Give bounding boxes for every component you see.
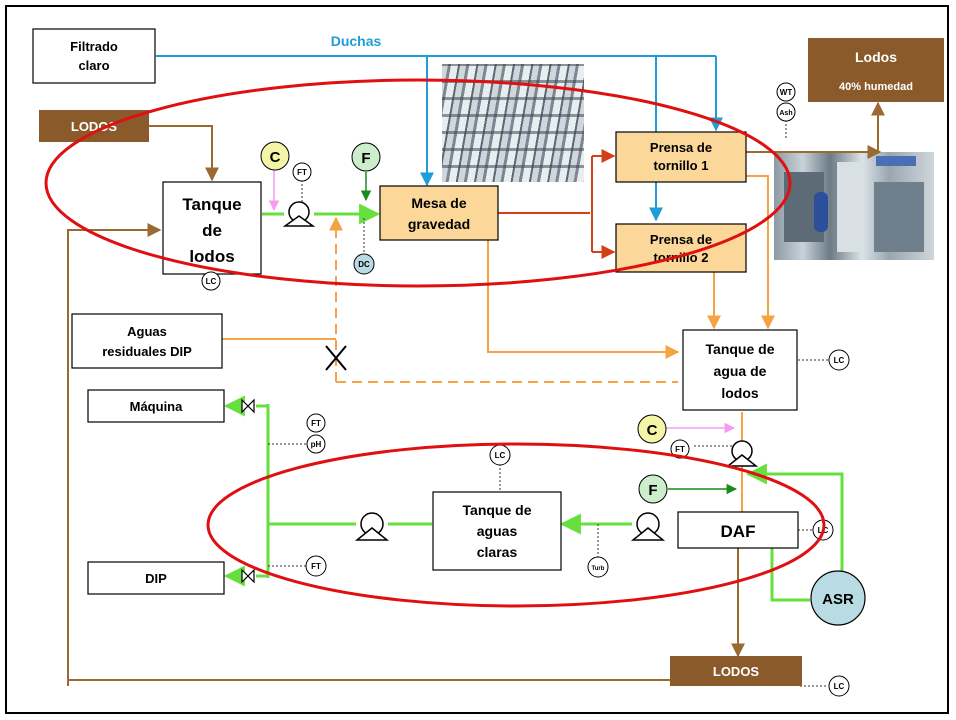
svg-text:FT: FT [311,419,321,428]
prensa1-line1: Prensa de [650,140,712,155]
asr-circle: ASR [810,570,866,626]
prensa1-line2: tornillo 1 [654,158,709,173]
tanque-aguas-claras-box: Tanque de aguas claras [432,491,562,571]
valve-dip [241,568,255,584]
mesa-to-prensa-lines [498,149,616,259]
dc-top: DC [353,253,375,275]
filtrado-claro-line2: claro [78,58,109,73]
svg-text:Ash: Ash [779,110,792,117]
ft-dip: FT [305,555,327,577]
lodos-output-box: Lodos 40% humedad [808,38,944,102]
pump-feed [282,201,316,227]
duchas-label: Duchas [331,33,382,49]
maquina-label: Máquina [130,399,183,414]
lodos-input-label: LODOS [71,119,118,134]
asr-label: ASR [822,591,854,608]
pump-daf-feed [725,440,759,467]
tanque-lodos-line2: de [202,221,222,240]
prensa2-line1: Prensa de [650,232,712,247]
tac-line1: Tanque de [463,502,532,518]
pump-daf-out [630,512,666,541]
tanque-lodos-line3: lodos [189,247,234,266]
highlight-ellipse-top [44,78,792,288]
svg-text:FT: FT [311,562,321,571]
pump-clear-out [354,512,390,541]
lodos-output-label: Lodos [855,49,897,65]
svg-text:FT: FT [297,168,307,177]
prensa2-line2: tornillo 2 [654,250,709,265]
ph-maquina: pH [306,434,326,454]
turb-indicator: Turb [587,556,609,578]
ash-indicator: Ash [776,102,796,122]
filtrado-claro-box: Filtrado claro [32,28,156,84]
tal-line3: lodos [721,385,759,401]
svg-text:Turb: Turb [592,566,605,572]
lc-lodos-bottom: LC [828,675,850,697]
highlight-ellipse-bottom [206,442,826,608]
lodos-lines [67,101,885,686]
svg-text:LC: LC [495,451,506,460]
tanque-lodos-box: Tanque de lodos [162,181,262,275]
tal-line2: agua de [714,363,767,379]
mesa-line2: gravedad [408,216,470,232]
lc-aguas-claras: LC [489,444,511,466]
mesa-gravedad-box: Mesa de gravedad [379,185,499,241]
svg-text:WT: WT [780,88,793,97]
lc-tanque-agua-lodos: LC [828,349,850,371]
f-dosing-bottom: F [638,474,668,504]
svg-text:C: C [647,422,658,439]
mesa-line1: Mesa de [411,195,466,211]
prensa-tornillo-1-box: Prensa de tornillo 1 [615,131,747,183]
humedad-label: 40% humedad [839,81,913,93]
aguas-residuales-box: Aguas residuales DIP [71,313,223,369]
wt-indicator: WT [776,82,796,102]
ft-maquina: FT [306,413,326,433]
pink-lines [268,170,736,434]
diagram-frame [5,5,949,714]
c-dosing-top: C [260,141,290,171]
daf-label: DAF [721,522,756,541]
dip-label: DIP [145,571,167,586]
svg-text:LC: LC [834,682,845,691]
tac-line3: claras [477,544,518,560]
filtrado-claro-line1: Filtrado [70,39,118,54]
c-dosing-bottom: C [637,414,667,444]
tac-line2: aguas [477,523,518,539]
green-lines [223,203,844,602]
aguas-residuales-line2: residuales DIP [102,344,192,359]
svg-text:F: F [648,482,657,499]
ft-daf-feed: FT [670,439,690,459]
c-top-label: C [270,149,281,166]
f-top-label: F [361,150,370,167]
svg-text:FT: FT [675,445,685,454]
ft-top: FT [292,162,312,182]
blocked-x-mark [325,345,347,371]
chem-lines [360,172,738,495]
tanque-agua-lodos-box: Tanque de agua de lodos [682,329,798,411]
daf-box: DAF [677,511,799,549]
lc-tanque-lodos: LC [201,271,221,291]
tanque-lodos-line1: Tanque [182,195,241,214]
screw-press-photo [774,152,934,260]
tal-line1: Tanque de [706,341,775,357]
aguas-residuales-line1: Aguas [127,324,167,339]
svg-text:DC: DC [358,260,370,269]
f-dosing-top: F [351,142,381,172]
valve-maquina [241,398,255,414]
svg-text:pH: pH [311,440,322,449]
lodos-input-box: LODOS [39,110,149,142]
dip-box: DIP [87,561,225,595]
lodos-bottom-label: LODOS [713,664,760,679]
lodos-bottom-box: LODOS [670,656,802,686]
svg-text:LC: LC [206,277,217,286]
prensa-tornillo-2-box: Prensa de tornillo 2 [615,223,747,273]
maquina-box: Máquina [87,389,225,423]
svg-text:LC: LC [834,356,845,365]
